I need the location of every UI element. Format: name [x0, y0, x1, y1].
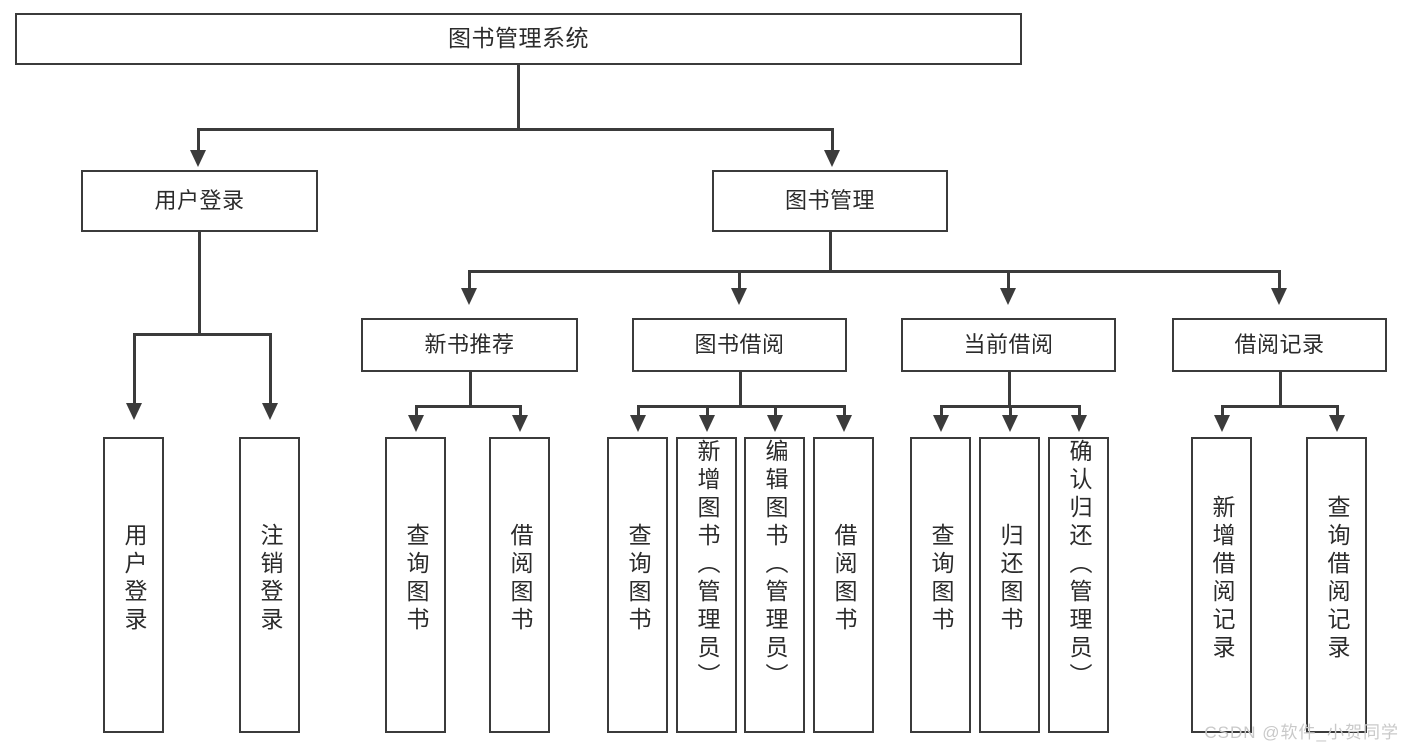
connector-root-to-user-login	[197, 128, 200, 152]
node-new-book-recommend[interactable]: 新书推荐	[361, 318, 578, 372]
connector-nbr-to-leaf-1	[415, 405, 418, 417]
node-label: 确认归还（管理员）	[1066, 439, 1092, 691]
connector-book-management-trunk	[829, 232, 832, 272]
connector-user-login-to-leaf-2	[269, 333, 272, 405]
node-label: 借阅记录	[1234, 332, 1325, 358]
connector-user-login-to-leaf-1	[133, 333, 136, 405]
connector-user-login-split-bar	[133, 333, 271, 336]
connector-cb-to-leaf-3	[1078, 405, 1081, 417]
arrowhead-cb-leaf-1	[933, 415, 949, 432]
node-label: 借阅图书	[831, 523, 857, 635]
connector-br-split-bar	[1221, 405, 1338, 408]
connector-nbr-to-leaf-2	[519, 405, 522, 417]
node-label: 图书管理系统	[448, 25, 589, 52]
connector-bb-to-leaf-2	[706, 405, 709, 417]
node-label: 用户登录	[154, 188, 245, 214]
connector-book-management-split-bar	[468, 270, 1280, 273]
arrowhead-bm-to-current-borrow	[1000, 288, 1016, 305]
arrowhead-bb-leaf-2	[699, 415, 715, 432]
connector-user-login-trunk	[198, 232, 201, 335]
leaf-cb-return-book[interactable]: 归还图书	[979, 437, 1040, 733]
node-label: 查询借阅记录	[1324, 495, 1350, 663]
connector-bb-split-bar	[637, 405, 845, 408]
arrowhead-bb-leaf-3	[767, 415, 783, 432]
connector-cb-trunk	[1008, 372, 1011, 408]
csdn-watermark: CSDN @软件_小贺同学	[1204, 723, 1399, 742]
arrowhead-bb-leaf-4	[836, 415, 852, 432]
connector-bm-to-borrow-record	[1278, 270, 1281, 290]
arrowhead-bm-to-book-borrow	[731, 288, 747, 305]
node-label: 编辑图书（管理员）	[762, 439, 788, 691]
node-label: 图书管理	[784, 188, 875, 214]
connector-cb-to-leaf-1	[940, 405, 943, 417]
arrowhead-nbr-leaf-2	[512, 415, 528, 432]
leaf-bb-add-book-admin[interactable]: 新增图书（管理员）	[676, 437, 737, 733]
leaf-bb-borrow-book[interactable]: 借阅图书	[813, 437, 874, 733]
connector-root-to-book-management	[831, 128, 834, 152]
connector-bb-to-leaf-4	[843, 405, 846, 417]
node-label: 借阅图书	[507, 523, 533, 635]
connector-nbr-trunk	[469, 372, 472, 408]
arrowhead-user-login-leaf-2	[262, 403, 278, 420]
connector-bb-to-leaf-3	[774, 405, 777, 417]
node-root-book-management-system[interactable]: 图书管理系统	[15, 13, 1022, 65]
leaf-cb-query-book[interactable]: 查询图书	[910, 437, 971, 733]
arrowhead-br-leaf-2	[1329, 415, 1345, 432]
connector-nbr-split-bar	[415, 405, 522, 408]
node-label: 图书借阅	[694, 332, 785, 358]
node-label: 归还图书	[997, 523, 1023, 635]
connector-bm-to-new-book	[468, 270, 471, 290]
connector-br-to-leaf-1	[1221, 405, 1224, 417]
node-label: 新增图书（管理员）	[694, 439, 720, 691]
leaf-logout-login[interactable]: 注销登录	[239, 437, 300, 733]
leaf-bb-edit-book-admin[interactable]: 编辑图书（管理员）	[744, 437, 805, 733]
arrowhead-bb-leaf-1	[630, 415, 646, 432]
leaf-br-query-record[interactable]: 查询借阅记录	[1306, 437, 1367, 733]
connector-br-trunk	[1279, 372, 1282, 408]
arrowhead-cb-leaf-2	[1002, 415, 1018, 432]
node-label: 当前借阅	[963, 332, 1054, 358]
leaf-bb-query-book[interactable]: 查询图书	[607, 437, 668, 733]
node-label: 查询图书	[928, 523, 954, 635]
connector-bb-trunk	[739, 372, 742, 408]
leaf-nbr-query-book[interactable]: 查询图书	[385, 437, 446, 733]
node-borrow-record[interactable]: 借阅记录	[1172, 318, 1387, 372]
connector-bm-to-current-borrow	[1007, 270, 1010, 290]
node-label: 新书推荐	[424, 332, 515, 358]
arrowhead-bm-to-new-book	[461, 288, 477, 305]
leaf-user-login[interactable]: 用户登录	[103, 437, 164, 733]
leaf-cb-confirm-return-admin[interactable]: 确认归还（管理员）	[1048, 437, 1109, 733]
connector-bb-to-leaf-1	[637, 405, 640, 417]
node-label: 查询图书	[625, 523, 651, 635]
arrowhead-user-login-leaf-1	[126, 403, 142, 420]
arrowhead-root-to-book-management	[824, 150, 840, 167]
arrowhead-cb-leaf-3	[1071, 415, 1087, 432]
node-label: 注销登录	[257, 523, 283, 635]
node-user-login[interactable]: 用户登录	[81, 170, 318, 232]
node-book-borrow[interactable]: 图书借阅	[632, 318, 847, 372]
arrowhead-bm-to-borrow-record	[1271, 288, 1287, 305]
node-label: 查询图书	[403, 523, 429, 635]
leaf-nbr-borrow-book[interactable]: 借阅图书	[489, 437, 550, 733]
connector-root-trunk	[517, 65, 520, 130]
connector-root-split-bar	[197, 128, 833, 131]
connector-cb-to-leaf-2	[1009, 405, 1012, 417]
arrowhead-nbr-leaf-1	[408, 415, 424, 432]
leaf-br-add-record[interactable]: 新增借阅记录	[1191, 437, 1252, 733]
node-book-management[interactable]: 图书管理	[712, 170, 948, 232]
node-current-borrow[interactable]: 当前借阅	[901, 318, 1116, 372]
node-label: 用户登录	[121, 523, 147, 635]
arrowhead-root-to-user-login	[190, 150, 206, 167]
arrowhead-br-leaf-1	[1214, 415, 1230, 432]
connector-bm-to-book-borrow	[738, 270, 741, 290]
node-label: 新增借阅记录	[1209, 495, 1235, 663]
connector-br-to-leaf-2	[1336, 405, 1339, 417]
